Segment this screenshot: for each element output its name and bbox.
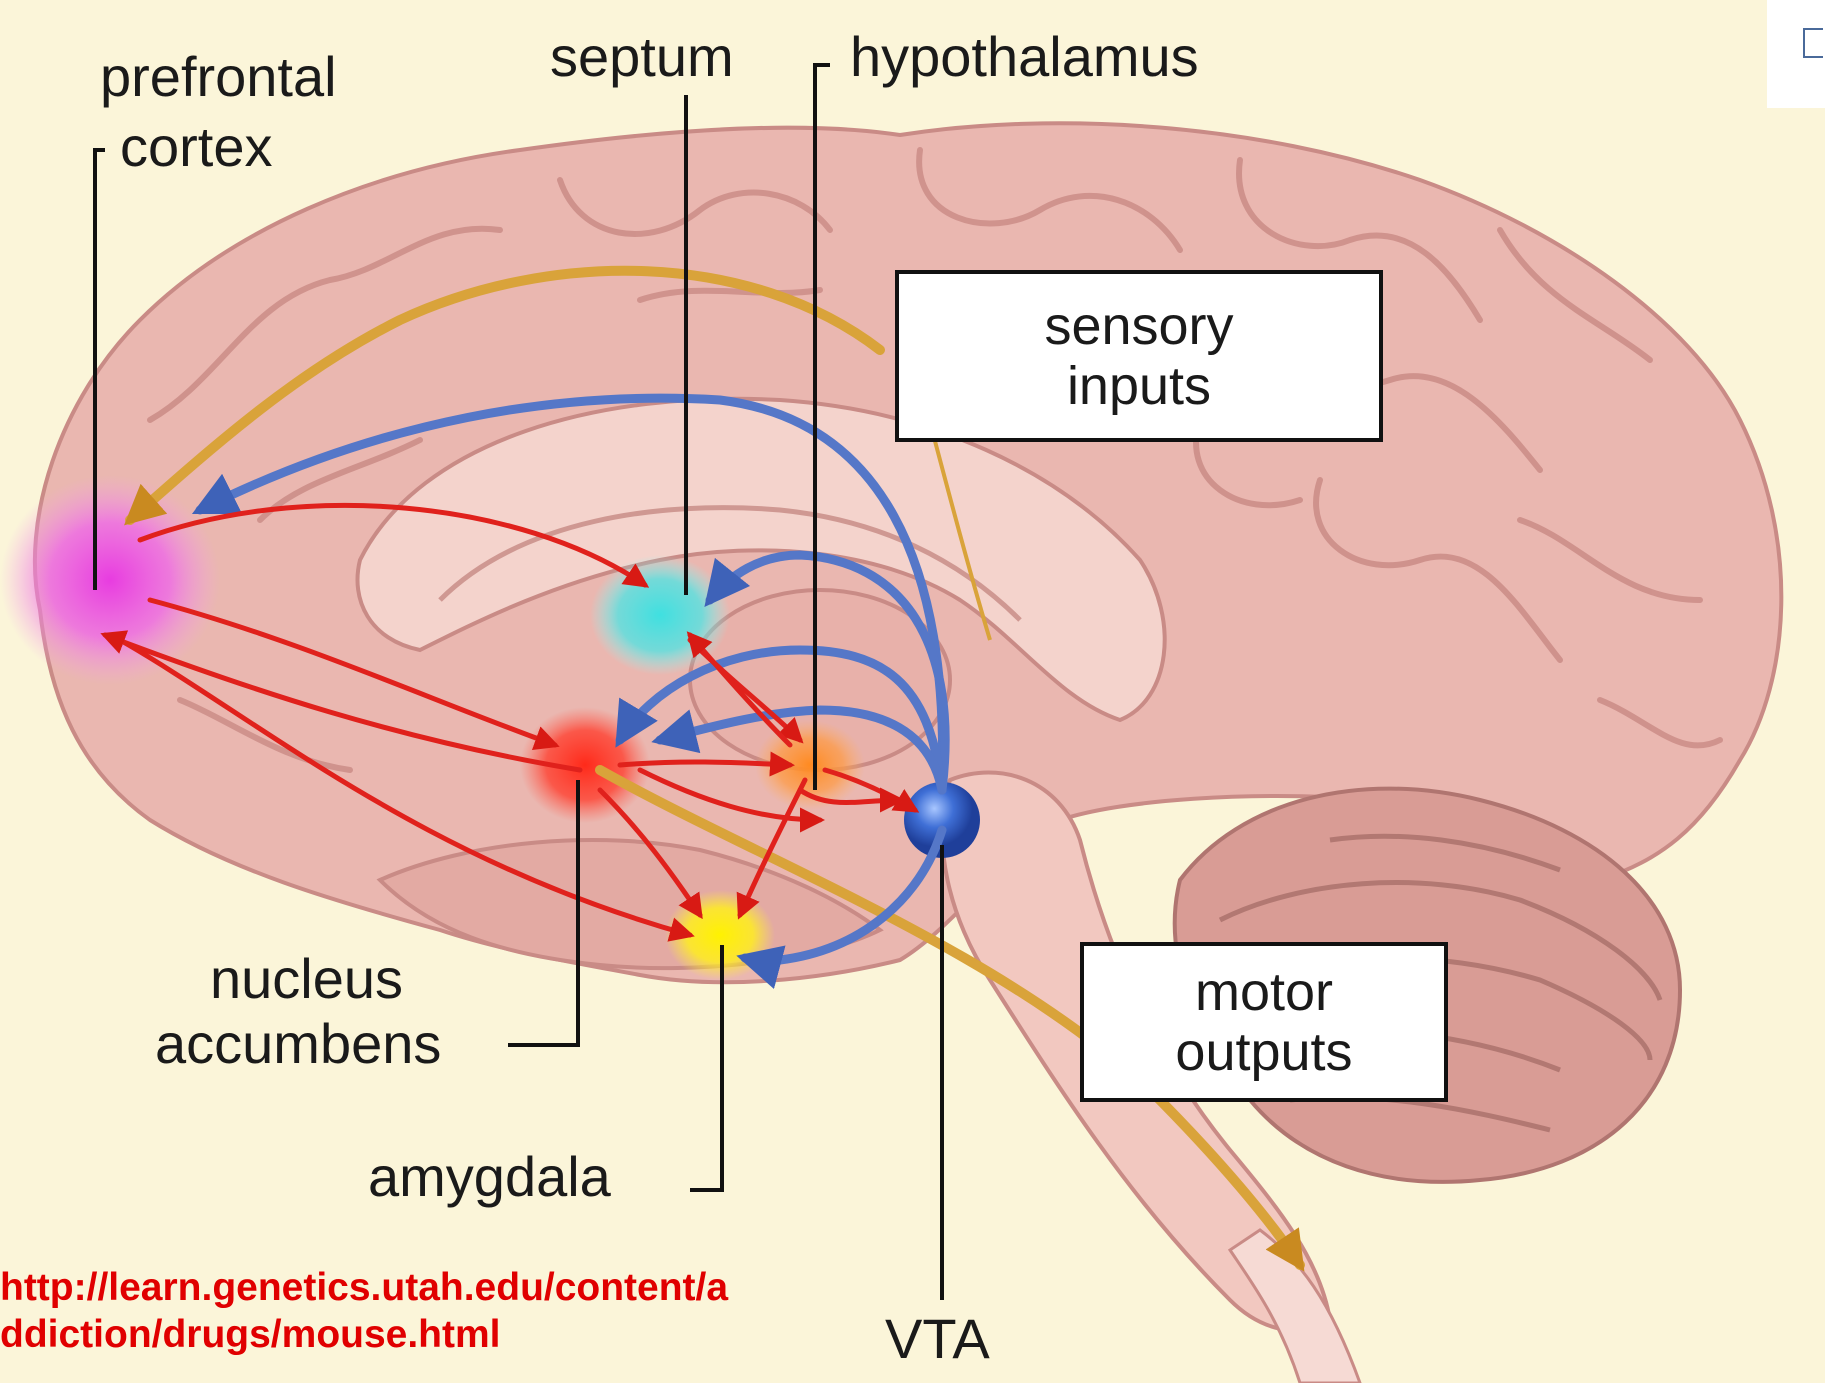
prefrontal-cortex-region: [0, 475, 220, 685]
septum-label: septum: [550, 28, 734, 87]
source-url-line2: ddiction/drugs/mouse.html: [0, 1312, 728, 1359]
hypothalamus-label: hypothalamus: [850, 28, 1199, 87]
corner-panel: [1767, 0, 1825, 108]
prefrontal-cortex-label-line2: cortex: [120, 118, 273, 177]
sensory-inputs-line1: sensory: [1044, 296, 1233, 356]
source-url[interactable]: http://learn.genetics.utah.edu/content/a…: [0, 1265, 728, 1359]
source-url-line1: http://learn.genetics.utah.edu/content/a: [0, 1265, 728, 1312]
motor-outputs-box: motor outputs: [1080, 942, 1448, 1102]
prefrontal-cortex-label-line1: prefrontal: [100, 48, 337, 107]
amygdala-label: amygdala: [368, 1148, 611, 1207]
vta-label: VTA: [885, 1310, 990, 1369]
motor-outputs-line1: motor: [1195, 962, 1333, 1022]
sensory-inputs-box: sensory inputs: [895, 270, 1383, 442]
nucleus-accumbens-label-line1: nucleus: [210, 950, 403, 1009]
motor-outputs-line2: outputs: [1175, 1022, 1352, 1082]
nucleus-accumbens-label-line2: accumbens: [155, 1015, 441, 1074]
sensory-inputs-line2: inputs: [1067, 356, 1211, 416]
broken-image-icon: [1803, 28, 1823, 58]
